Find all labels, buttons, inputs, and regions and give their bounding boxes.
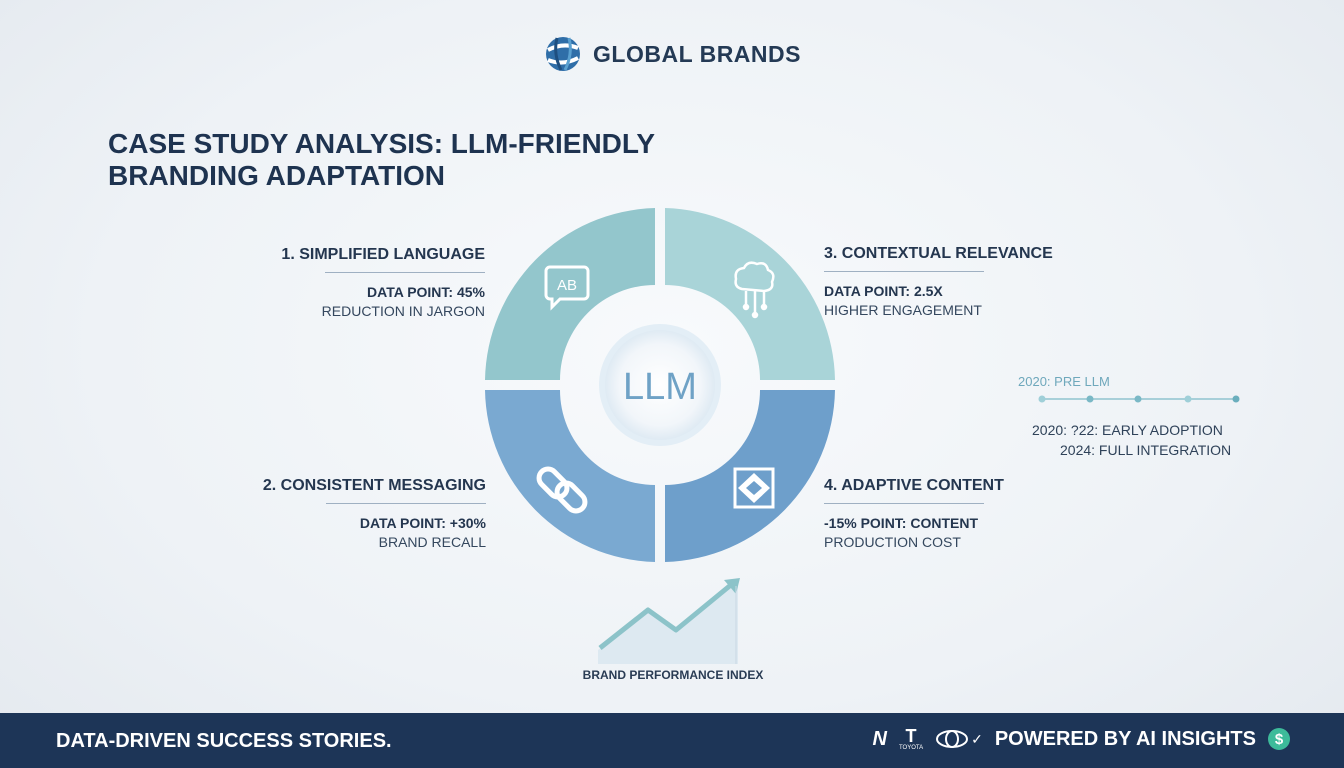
page-title: CASE STUDY ANALYSIS: LLM-FRIENDLY BRANDI… <box>108 128 728 192</box>
trend-up-arrow-icon <box>598 578 740 664</box>
label-heading: 1. SIMPLIFIED LANGUAGE <box>281 246 485 263</box>
label-description: BRAND RECALL <box>378 534 486 550</box>
label-heading: 3. CONTEXTUAL RELEVANCE <box>824 245 1053 262</box>
footer-tagline: DATA-DRIVEN SUCCESS STORIES. <box>56 730 392 752</box>
label-simplified-language: 1. SIMPLIFIED LANGUAGE DATA POINT: 45% R… <box>235 246 485 321</box>
title-line-1: CASE STUDY ANALYSIS: LLM-FRIENDLY <box>108 128 656 159</box>
partner-t-logo: T TOYOTA <box>899 727 923 751</box>
label-data-point: DATA POINT: 2.5X <box>824 283 943 299</box>
label-heading: 2. CONSISTENT MESSAGING <box>262 477 486 494</box>
brain-circuit-icon <box>734 261 775 319</box>
timeline-dot <box>1038 395 1046 403</box>
timeline-dot <box>1086 395 1094 403</box>
ellipse-emblem-icon <box>936 730 969 748</box>
segment-simplified-language <box>485 208 655 380</box>
performance-label: BRAND PERFORMANCE INDEX <box>582 668 764 682</box>
brand-name: GLOBAL BRANDS <box>593 40 801 67</box>
globe-icon <box>546 37 581 71</box>
segment-consistent-messaging <box>485 390 655 562</box>
speech-bubble-text: AB <box>557 277 577 294</box>
segment-adaptive-content <box>665 390 835 562</box>
partner-t-text: TOYOTA <box>898 745 924 751</box>
brand-performance-index: BRAND PERFORMANCE INDEX <box>578 574 768 684</box>
checkmark-icon: ✓ <box>971 730 983 747</box>
timeline-track <box>1038 395 1240 403</box>
label-description: PRODUCTION COST <box>824 534 961 550</box>
partner-ellipse-logo: ✓ <box>935 729 983 749</box>
brand-header: GLOBAL BRANDS <box>0 34 1344 74</box>
speech-bubble-ab-icon: AB <box>544 265 590 311</box>
partner-t-letter: T <box>905 726 917 746</box>
adoption-timeline: 2020: PRE LLM 2020: ?22: EARLY ADOPTION … <box>1012 372 1252 462</box>
dollar-icon: $ <box>1268 728 1290 750</box>
timeline-dot <box>1232 395 1240 403</box>
title-line-2: BRANDING ADAPTATION <box>108 160 446 191</box>
timeline-dot <box>1184 395 1192 403</box>
label-data-point: DATA POINT: 45% <box>367 284 485 300</box>
timeline-entry-pre-llm: 2020: PRE LLM <box>1018 374 1110 389</box>
divider <box>325 272 485 273</box>
llm-wheel-diagram: LLM AB <box>485 208 835 562</box>
diamond-arrows-icon <box>733 467 775 509</box>
label-data-point: -15% POINT: CONTENT <box>824 515 979 531</box>
divider <box>824 503 984 504</box>
segment-contextual-relevance <box>665 208 835 380</box>
timeline-entry-early-adoption: 2020: ?22: EARLY ADOPTION <box>1032 422 1223 438</box>
label-description: HIGHER ENGAGEMENT <box>824 302 982 318</box>
chain-link-icon <box>536 466 588 514</box>
center-glow <box>599 324 721 446</box>
footer-bar: DATA-DRIVEN SUCCESS STORIES. N T TOYOTA … <box>0 713 1344 768</box>
label-heading: 4. ADAPTIVE CONTENT <box>824 477 1004 494</box>
label-adaptive-content: 4. ADAPTIVE CONTENT -15% POINT: CONTENT … <box>824 477 1074 552</box>
timeline-dot <box>1134 395 1142 403</box>
label-description: REDUCTION IN JARGON <box>321 303 485 319</box>
label-data-point: DATA POINT: +30% <box>359 515 486 531</box>
powered-by-text: POWERED BY AI INSIGHTS <box>994 727 1256 750</box>
label-consistent-messaging: 2. CONSISTENT MESSAGING DATA POINT: +30%… <box>236 477 486 552</box>
label-contextual-relevance: 3. CONTEXTUAL RELEVANCE DATA POINT: 2.5X… <box>824 245 1074 320</box>
divider <box>824 271 984 272</box>
timeline-entry-full-integration: 2024: FULL INTEGRATION <box>1060 442 1232 458</box>
divider <box>326 503 486 504</box>
partner-n-logo: N <box>872 727 887 750</box>
center-label: LLM <box>623 366 697 408</box>
footer-partners: N T TOYOTA ✓ POWERED BY AI INSIGHTS $ <box>873 727 1290 751</box>
